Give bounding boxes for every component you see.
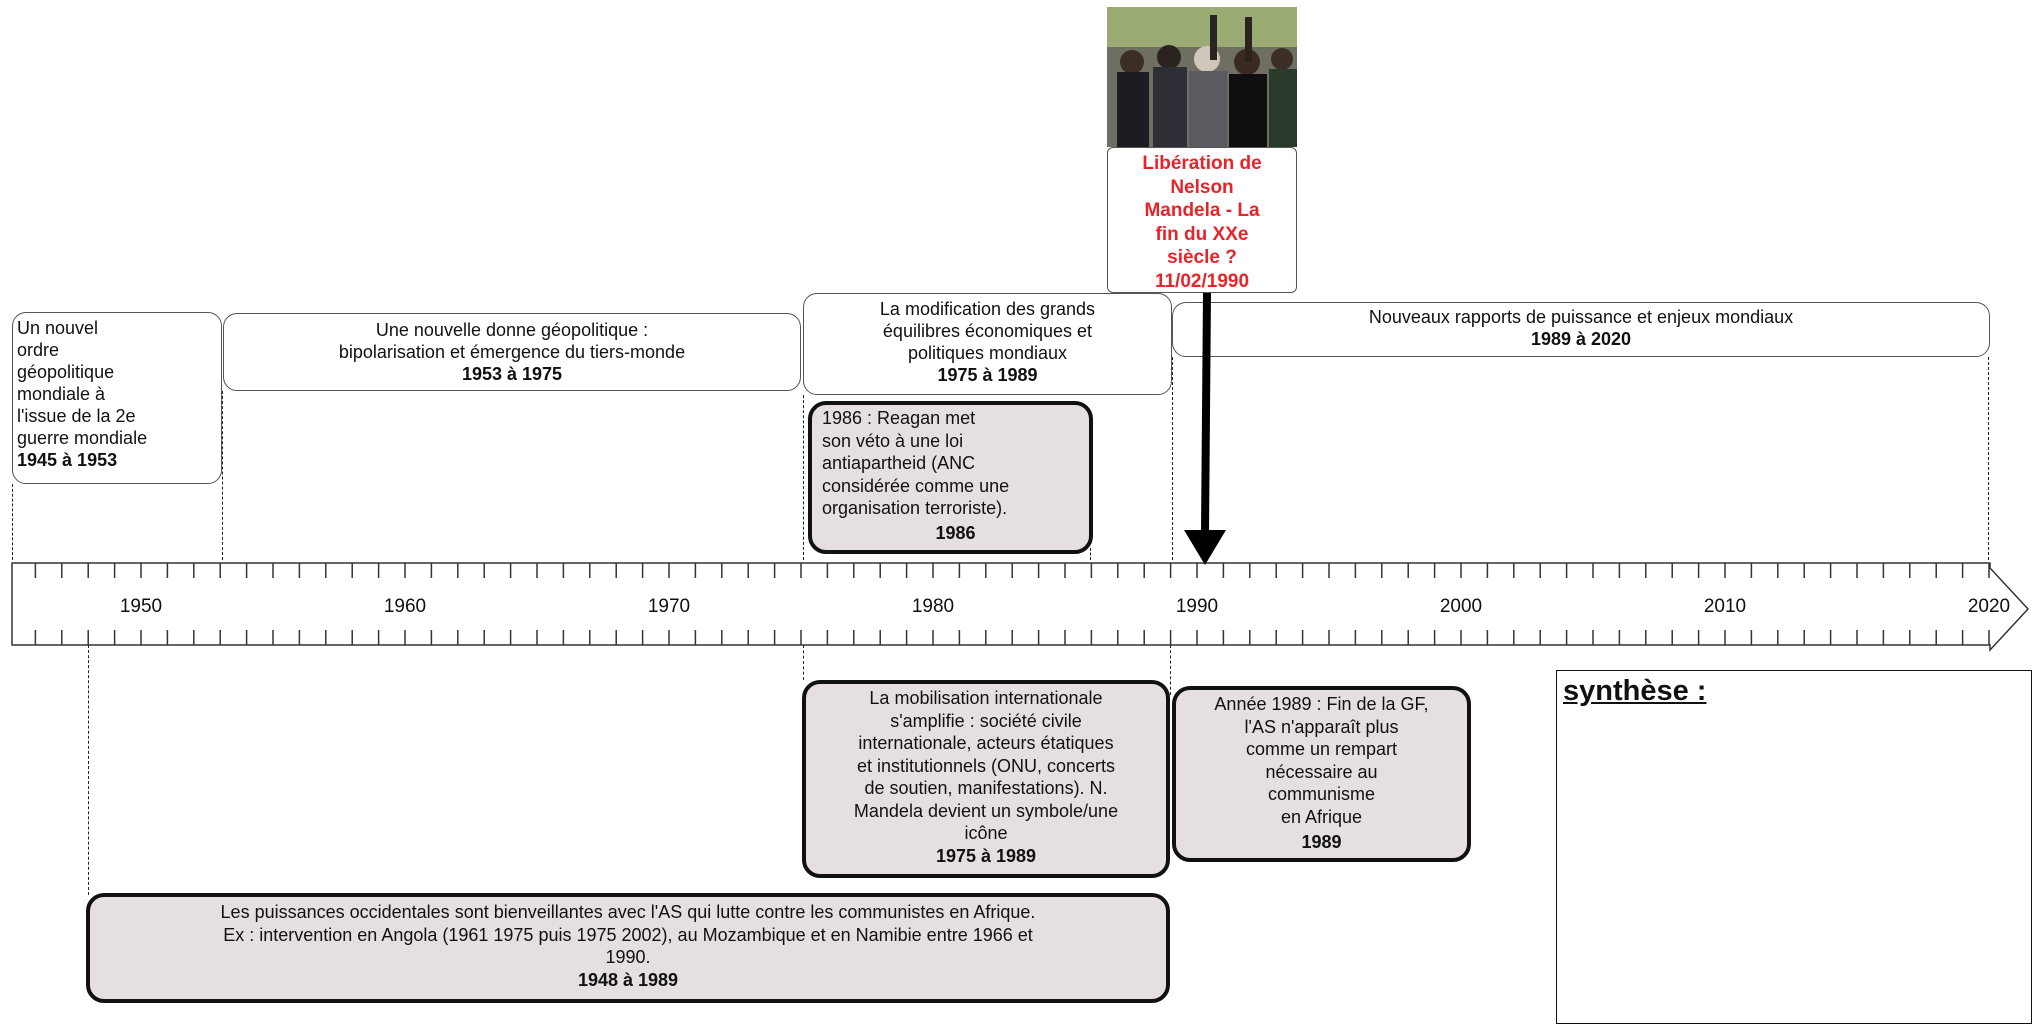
dashed-connector [1090, 548, 1091, 560]
period-box-1989: Nouveaux rapports de puissance et enjeux… [1172, 302, 1990, 357]
liberation-arrow-head [1184, 530, 1226, 565]
period-date: 1975 à 1989 [937, 365, 1038, 385]
axis-year-label: 1950 [120, 596, 162, 617]
axis-year-label: 2000 [1440, 596, 1482, 617]
event-date: 1986 [935, 522, 976, 543]
event-line: organisation terroriste). [822, 498, 1008, 518]
event-line: Ex : intervention en Angola (1961 1975 p… [223, 924, 1033, 945]
event-box-1986: 1986 : Reagan met son véto à une loi ant… [808, 401, 1093, 554]
axis-arrow [11, 562, 2030, 652]
event-date: 1948 à 1989 [577, 969, 679, 990]
event-line: antiapartheid (ANC [822, 453, 976, 473]
event-line: communisme [1267, 784, 1376, 804]
period-line: mondiale à [17, 384, 106, 404]
period-box-1945: Un nouvel ordre géopolitique mondiale à … [12, 312, 222, 484]
axis-year-label: 1990 [1176, 596, 1218, 617]
event-line: de soutien, manifestations). N. [864, 778, 1108, 798]
liberation-line: fin du XXe [1155, 223, 1249, 245]
period-line: guerre mondiale [17, 428, 148, 448]
liberation-line: Nelson [1170, 176, 1234, 198]
dashed-connector [222, 391, 223, 560]
event-line: 1986 : Reagan met [822, 408, 976, 428]
period-date: 1953 à 1975 [461, 364, 563, 384]
event-box-1948: Les puissances occidentales sont bienvei… [86, 893, 1170, 1003]
period-box-1953: Une nouvelle donne géopolitique : bipola… [223, 313, 801, 391]
event-line: son véto à une loi [822, 430, 964, 451]
event-line: 1990. [605, 947, 651, 967]
axis-year-label: 2020 [1968, 596, 2010, 617]
liberation-line: Mandela - La [1144, 200, 1260, 221]
axis-year-label: 1970 [648, 596, 690, 617]
event-line: s'amplifie : société civile [890, 710, 1082, 731]
period-line: La modification des grands [879, 299, 1096, 319]
event-line: comme un rempart [1245, 739, 1398, 759]
period-line: Un nouvel [17, 318, 99, 338]
liberation-arrow-shaft [1201, 292, 1211, 533]
event-line: nécessaire au [1265, 761, 1378, 782]
event-box-1989: Année 1989 : Fin de la GF, l'AS n'appara… [1172, 686, 1471, 862]
event-line: l'AS n'apparaît plus [1244, 716, 1399, 737]
mandela-photo [1107, 7, 1297, 147]
axis-ticks [34, 563, 1990, 645]
event-line: Les puissances occidentales sont bienvei… [220, 902, 1036, 922]
period-line: ordre [17, 340, 60, 360]
event-date: 1989 [1301, 832, 1342, 852]
dashed-connector [1988, 357, 1989, 560]
liberation-line: Libération de [1142, 153, 1262, 174]
dashed-connector [1170, 645, 1171, 695]
synthese-title: synthèse : [1563, 675, 1707, 707]
period-date: 1945 à 1953 [17, 450, 118, 470]
event-line: et institutionnels (ONU, concerts [856, 755, 1116, 776]
period-box-1975: La modification des grands équilibres éc… [803, 293, 1172, 395]
liberation-box: Libération de Nelson Mandela - La fin du… [1107, 147, 1297, 293]
axis-year-label: 1960 [384, 596, 426, 617]
event-line: internationale, acteurs étatiques [858, 733, 1114, 753]
dashed-connector [1172, 357, 1173, 560]
period-line: géopolitique [17, 362, 115, 382]
period-line: politiques mondiaux [907, 343, 1068, 363]
dashed-connector [803, 645, 804, 680]
event-line: La mobilisation internationale [869, 688, 1103, 708]
period-line: équilibres économiques et [882, 321, 1093, 341]
dashed-connector [803, 395, 804, 560]
event-box-mobilisation: La mobilisation internationale s'amplifi… [802, 680, 1170, 878]
liberation-line: siècle ? [1167, 247, 1237, 268]
period-line: bipolarisation et émergence du tiers-mon… [338, 342, 686, 362]
axis-year-label: 2010 [1704, 596, 1746, 617]
liberation-date: 11/02/1990 [1154, 270, 1250, 292]
event-line: Mandela devient un symbole/une [853, 800, 1119, 821]
dashed-connector [88, 645, 89, 895]
axis-labels: 1950 1960 1970 1980 1990 2000 2010 2020 [120, 596, 2010, 617]
synthese-box: synthèse : [1556, 670, 2032, 1024]
event-date: 1975 à 1989 [935, 845, 1037, 866]
period-line: l'issue de la 2e [17, 406, 136, 426]
period-line: Une nouvelle donne géopolitique : [375, 320, 649, 340]
period-date: 1989 à 2020 [1530, 329, 1632, 349]
event-line: considérée comme une [822, 475, 1010, 496]
event-line: Année 1989 : Fin de la GF, [1214, 694, 1429, 714]
photo-scene [1107, 7, 1297, 147]
event-line: icône [964, 823, 1008, 843]
event-line: en Afrique [1280, 806, 1363, 827]
dashed-connector [12, 484, 13, 560]
axis-year-label: 1980 [912, 596, 954, 617]
period-line: Nouveaux rapports de puissance et enjeux… [1368, 307, 1794, 327]
